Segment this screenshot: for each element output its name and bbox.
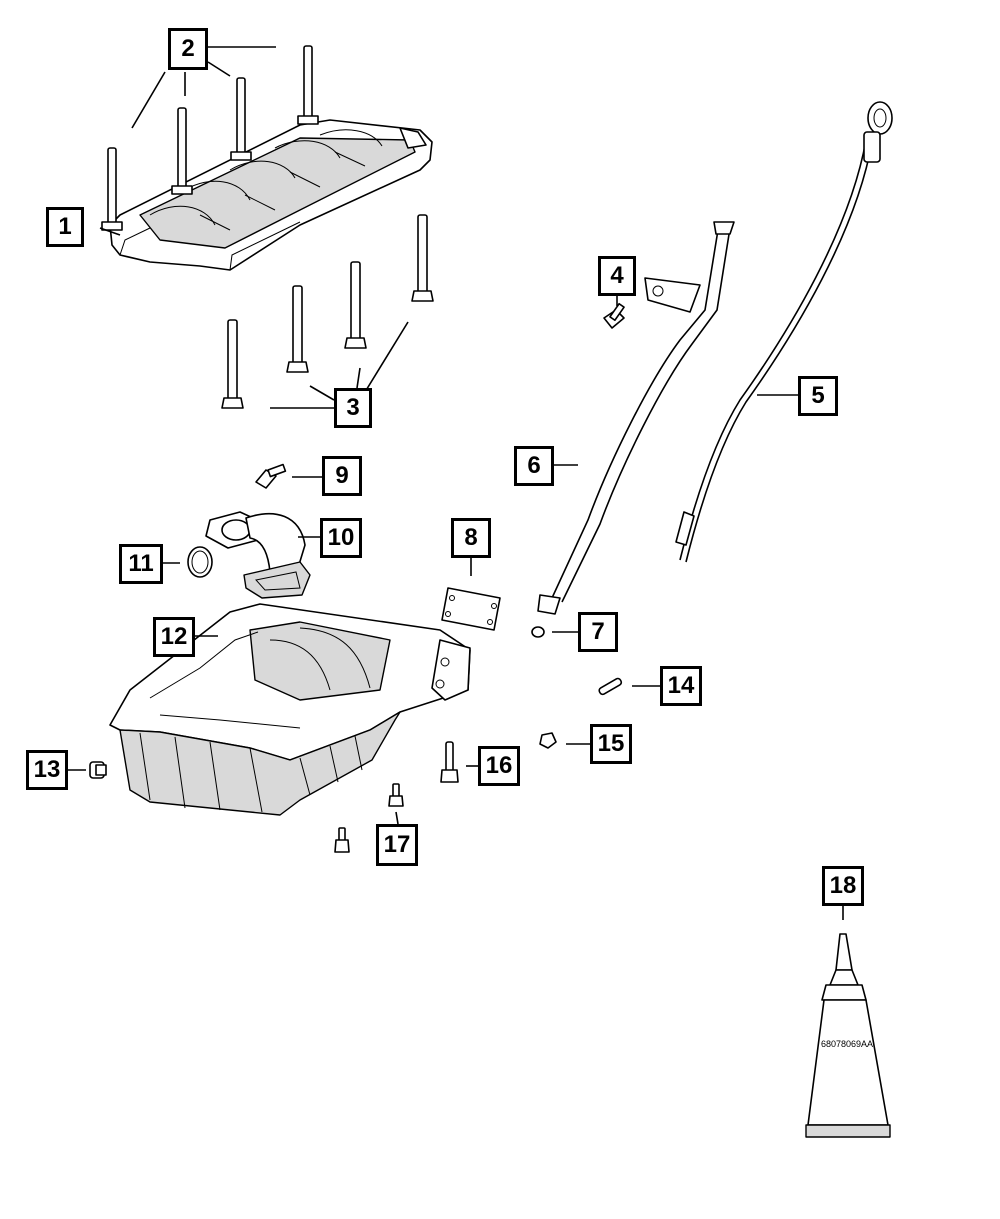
drain-plug-part [89,761,107,779]
leader-lines [68,46,844,920]
callout-16: 16 [478,746,520,786]
long-bolts-part [221,214,434,409]
bedplate-part [101,45,433,271]
callout-2: 2 [168,28,208,70]
sealant-tube-part: 68078069AA [805,933,891,1138]
callout-13: 13 [26,750,68,790]
callout-4: 4 [598,256,636,296]
dipstick-part [675,101,893,563]
callout-17: 17 [376,824,418,866]
dipstick-tube-part [537,221,735,615]
callout-11: 11 [119,544,163,584]
callout-5: 5 [798,376,838,416]
callout-10: 10 [320,518,362,558]
pan-bolt-part [440,741,459,783]
callout-6: 6 [514,446,554,486]
oil-pickup-tube-part [205,511,311,599]
cover-plate-part [441,587,501,631]
nut-part [539,732,557,749]
bracket-bolt-part [603,302,625,329]
callout-15: 15 [590,724,632,764]
callout-7: 7 [578,612,618,652]
dowel-pin-part [598,677,623,696]
callout-8: 8 [451,518,491,558]
callout-1: 1 [46,207,84,247]
callout-12: 12 [153,617,195,657]
callout-3: 3 [334,388,372,428]
sealant-tube-part-number: 68078069AA [821,1039,873,1049]
callout-14: 14 [660,666,702,706]
oil-pan-part [109,603,471,816]
pickup-bolt-part [255,463,287,489]
callout-18: 18 [822,866,864,906]
small-bolts-part [334,783,404,853]
callout-9: 9 [322,456,362,496]
o-ring-part [531,626,545,638]
